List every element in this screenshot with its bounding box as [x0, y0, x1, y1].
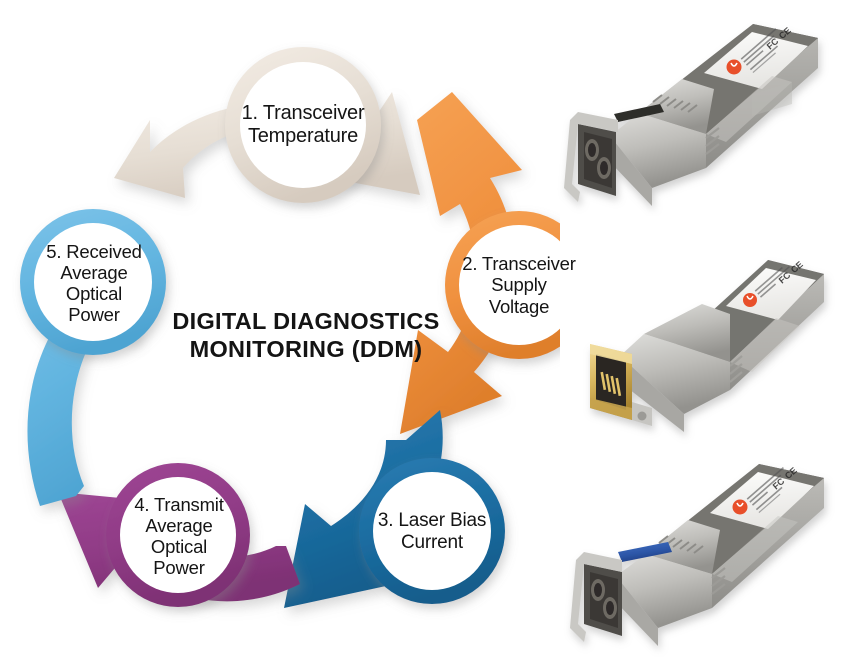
sfp-module-lc-duplex-bottom: FC CE — [570, 464, 824, 646]
node-circle-transceiver-temperature[interactable] — [225, 47, 381, 203]
page-title: DIGITAL DIAGNOSTICS MONITORING (DDM) — [172, 308, 440, 362]
sfp-module-lc-duplex-top: FC CE — [564, 24, 818, 206]
node-circle-received-average-optical-power[interactable] — [20, 209, 166, 355]
node-circle-transmit-average-optical-power[interactable] — [106, 463, 250, 607]
node-circle-transceiver-supply-voltage[interactable] — [445, 211, 560, 359]
node-circle-laser-bias-current[interactable] — [359, 458, 505, 604]
sfp-module-rj45-copper-middle: FC CE — [590, 259, 824, 432]
ddm-cycle-diagram — [20, 47, 560, 608]
arrow-2-to-3 — [400, 92, 522, 434]
